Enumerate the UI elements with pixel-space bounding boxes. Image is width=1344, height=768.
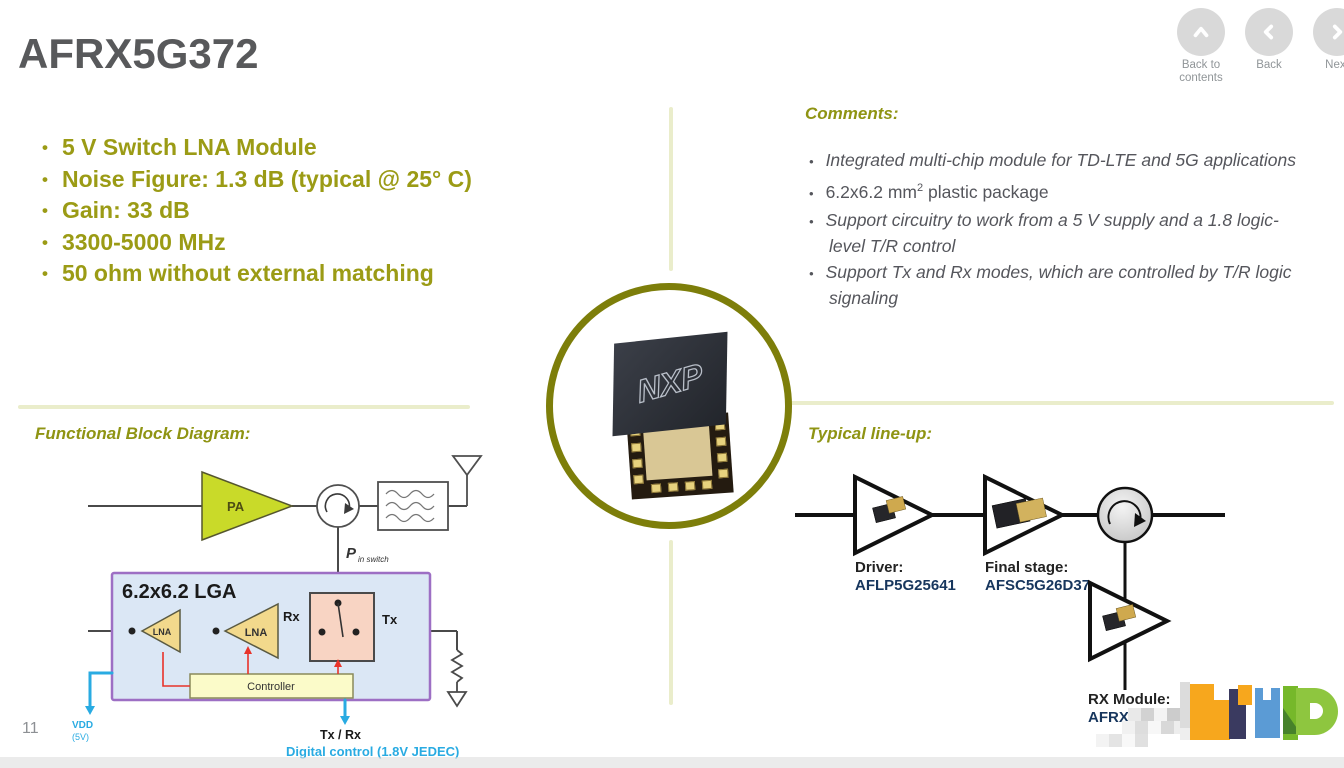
control-line-lna1 — [162, 652, 190, 687]
pa-label: PA — [227, 499, 245, 514]
lna2-label: LNA — [245, 627, 268, 639]
block-diagram-heading: Functional Block Diagram: — [35, 424, 251, 443]
comments-heading: Comments: — [805, 104, 899, 123]
next-label: Next — [1325, 59, 1344, 71]
switch-lever — [337, 602, 344, 638]
comments-list: Integrated multi-chip module for TD-LTE … — [805, 148, 1301, 310]
product-photo-circle: NXP — [546, 283, 792, 529]
chevron-left-icon[interactable] — [1245, 8, 1293, 56]
comment-text: plastic package — [923, 181, 1049, 202]
driver-label: Driver: — [855, 559, 903, 576]
driver-chip-photo — [872, 496, 907, 523]
rx-label: Rx — [283, 609, 300, 624]
circulator-arrowhead — [344, 503, 354, 514]
ground-symbol — [446, 691, 468, 708]
rx-module-part-number: AFRX — [1088, 709, 1129, 726]
vdd-supply-line — [88, 671, 114, 708]
feature-item: Noise Figure: 1.3 dB (typical @ 25° C) — [42, 164, 472, 196]
tx-label: Tx — [382, 612, 398, 627]
antenna-icon — [451, 455, 483, 477]
feature-item: 50 ohm without external matching — [42, 258, 472, 290]
final-stage-label: Final stage: — [985, 559, 1068, 576]
vdd-supply-label: (5V) — [72, 732, 89, 742]
p-in-switch-sub: in switch — [358, 555, 389, 564]
lna1-label: LNA — [153, 627, 172, 637]
vertical-divider-bottom — [669, 540, 673, 705]
chevron-up-icon[interactable] — [1177, 8, 1225, 56]
chevron-up-glyph — [1193, 26, 1209, 38]
tx-rx-label: Tx / Rx — [320, 728, 361, 742]
p-in-switch-label: P — [346, 545, 357, 562]
next-button[interactable]: Next — [1302, 8, 1344, 72]
vertical-divider-top — [669, 107, 673, 271]
comment-text: 6.2x6.2 mm — [825, 181, 917, 202]
circulator — [316, 484, 360, 528]
back-to-contents-button[interactable]: Back to contents — [1166, 8, 1236, 85]
horizontal-divider-left — [18, 405, 470, 409]
controller-label: Controller — [247, 681, 295, 693]
comments-section: Comments: Integrated multi-chip module f… — [805, 104, 1337, 312]
comment-item: 6.2x6.2 mm2 plastic package — [809, 176, 1301, 206]
rx-module-label: RX Module: — [1088, 691, 1171, 708]
final-stage-chip-photo — [991, 497, 1047, 529]
comment-item: Support Tx and Rx modes, which are contr… — [809, 260, 1301, 310]
chevron-right-glyph — [1332, 24, 1343, 40]
final-stage-part-number: AFSC5G26D37 — [985, 577, 1090, 594]
comment-superscript: 2 — [917, 182, 924, 194]
rx-module-amplifier — [1088, 579, 1172, 663]
comment-item: Integrated multi-chip module for TD-LTE … — [809, 148, 1301, 174]
resistor — [450, 649, 464, 683]
lineup-circulator-arrowhead — [1134, 513, 1146, 527]
rx-module-chip-photo — [1102, 604, 1137, 631]
functional-block-diagram: PA P in switch 6.2x6.2 LGA LNA LNA Rx — [72, 455, 483, 759]
nxp-logo-orange-block — [1190, 684, 1214, 740]
lna2-amplifier — [223, 602, 279, 660]
pa-amplifier — [201, 470, 295, 542]
page-title: AFRX5G372 — [18, 30, 259, 77]
digital-control-label: Digital control (1.8V JEDEC) — [286, 744, 459, 759]
lineup-circulator — [1096, 486, 1154, 544]
nxp-logo-pixelated — [1180, 678, 1344, 754]
lineup-heading: Typical line-up: — [808, 424, 933, 443]
chip-package-substrate — [643, 425, 713, 481]
lineup-diagram: Driver: AFLP5G25641 Final stage: AFSC5G2… — [795, 473, 1225, 747]
feature-item: Gain: 33 dB — [42, 195, 472, 227]
horizontal-divider-right — [756, 401, 1334, 405]
lna1-amplifier — [140, 608, 181, 654]
page-number: 11 — [22, 720, 39, 737]
back-button[interactable]: Back — [1234, 8, 1304, 72]
lga-label: 6.2x6.2 LGA — [122, 581, 237, 603]
feature-list: 5 V Switch LNA Module Noise Figure: 1.3 … — [42, 132, 472, 290]
feature-item: 5 V Switch LNA Module — [42, 132, 472, 164]
feature-item: 3300-5000 MHz — [42, 227, 472, 259]
chevron-left-glyph — [1263, 24, 1274, 40]
comment-item: Support circuitry to work from a 5 V sup… — [809, 208, 1301, 258]
filter-box — [377, 481, 449, 531]
driver-part-number: AFLP5G25641 — [855, 577, 956, 594]
chip-die-top: NXP — [612, 331, 728, 437]
chevron-right-icon[interactable] — [1313, 8, 1344, 56]
nxp-outline-logo-text: NXP — [635, 356, 706, 409]
back-to-contents-label: Back to contents — [1179, 59, 1223, 84]
bottom-edge-strip — [0, 757, 1344, 768]
back-label: Back — [1256, 59, 1282, 71]
nxp-outline-logo: NXP — [634, 356, 706, 411]
vdd-label: VDD — [72, 720, 93, 731]
controller-box — [189, 673, 354, 699]
